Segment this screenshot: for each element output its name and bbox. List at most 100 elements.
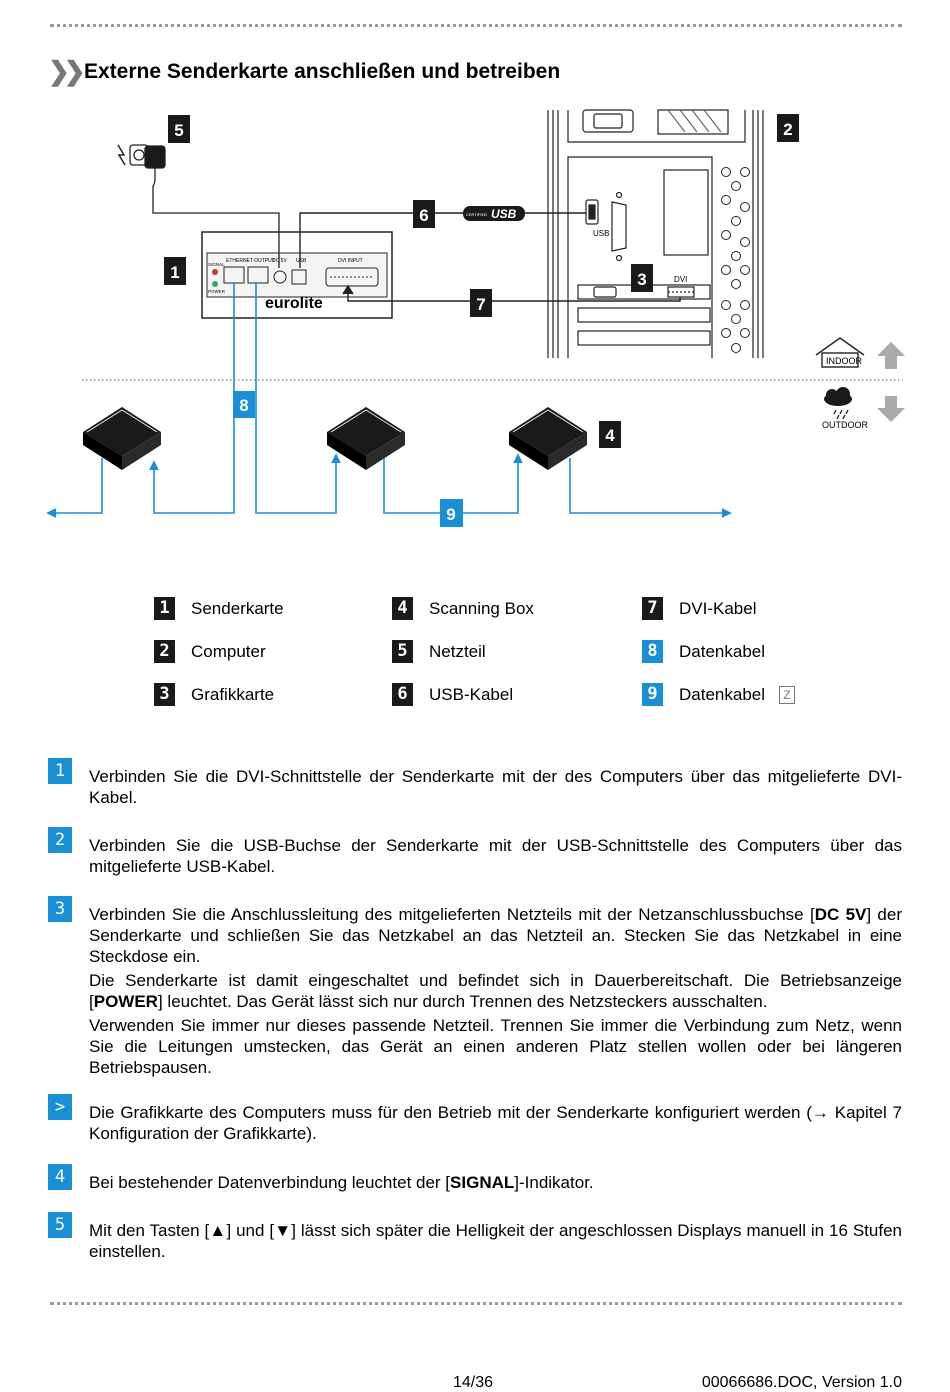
power-label: POWER bbox=[208, 289, 226, 294]
power-supply bbox=[117, 144, 280, 268]
legend-label: USB-Kabel bbox=[429, 684, 514, 704]
sender-card bbox=[201, 231, 393, 319]
legend-label: Datenkabel bbox=[679, 684, 766, 704]
outdoor-cloud-icon bbox=[824, 387, 852, 420]
instruction-step: 3 Verbinden Sie die Anschlussleitung des… bbox=[48, 896, 902, 1081]
step-text: Verbinden Sie die Anschlussleitung des m… bbox=[89, 905, 902, 966]
indoor-label: INDOOR bbox=[826, 356, 863, 366]
legend-item: 1 Senderkarte bbox=[154, 597, 284, 620]
step-text: Verwenden Sie immer nur dieses passende … bbox=[89, 1016, 902, 1077]
legend-item: 9 Datenkabel Z bbox=[642, 683, 796, 706]
arrow-down-icon bbox=[877, 396, 905, 422]
connection-diagram: USB DVI SIGNAL POWER ETHERNET OUTPUT DC … bbox=[46, 109, 905, 527]
card-usb-label: USB bbox=[296, 258, 307, 264]
svg-text:3: 3 bbox=[637, 270, 646, 289]
usb-logo: USB CERTIFIED bbox=[463, 206, 525, 221]
ethernet-label: ETHERNET OUTPUT bbox=[226, 258, 275, 264]
scanning-box-3 bbox=[509, 407, 587, 470]
legend-number: 2 bbox=[154, 640, 175, 663]
computer-tower bbox=[547, 109, 764, 358]
outdoor-label: OUTDOOR bbox=[822, 420, 868, 430]
legend-label: Grafikkarte bbox=[191, 684, 275, 704]
step-number: 3 bbox=[48, 896, 72, 922]
step-number: > bbox=[48, 1094, 72, 1120]
step-number: 1 bbox=[48, 758, 72, 784]
svg-text:5: 5 bbox=[174, 121, 183, 140]
callout-9: 9 bbox=[440, 499, 463, 527]
legend-label: Datenkabel bbox=[679, 641, 766, 661]
scanning-box-1 bbox=[83, 407, 161, 470]
indoor-house-icon bbox=[815, 337, 865, 368]
callout-1: 1 bbox=[164, 257, 186, 285]
legend-number: 1 bbox=[154, 597, 175, 620]
callout-7: 7 bbox=[470, 289, 492, 317]
usb-certified-text: CERTIFIED bbox=[466, 212, 487, 217]
dvi-port-label: DVI bbox=[674, 275, 687, 284]
legend-number: 8 bbox=[642, 640, 663, 663]
legend-number: 7 bbox=[642, 597, 663, 620]
svg-text:8: 8 bbox=[239, 396, 248, 415]
callout-3: 3 bbox=[631, 264, 653, 292]
instruction-step: 1 Verbinden Sie die DVI-Schnittstelle de… bbox=[48, 758, 902, 811]
svg-text:9: 9 bbox=[446, 505, 455, 524]
step-number: 2 bbox=[48, 827, 72, 853]
section-heading: ❯❯ Externe Senderkarte anschließen und b… bbox=[48, 56, 560, 87]
step-number: 5 bbox=[48, 1212, 72, 1238]
legend-item: 8 Datenkabel bbox=[642, 640, 765, 663]
computer-vent-holes bbox=[721, 167, 750, 353]
double-chevron-icon: ❯❯ bbox=[48, 56, 86, 86]
brand-logo: eurolite bbox=[265, 295, 323, 312]
legend-item: 2 Computer bbox=[154, 640, 266, 663]
document-version: 00066686.DOC, Version 1.0 bbox=[701, 1374, 902, 1391]
instruction-step: 5 Mit den Tasten [▲] und [▼] lässt sich … bbox=[48, 1212, 902, 1265]
scanning-box-2 bbox=[327, 407, 405, 470]
legend-label: Computer bbox=[191, 641, 266, 661]
top-divider bbox=[50, 24, 902, 27]
dvi-input-label: DVI INPUT bbox=[338, 258, 363, 264]
instruction-step: > Die Grafikkarte des Computers muss für… bbox=[48, 1094, 902, 1147]
legend-number: 4 bbox=[392, 597, 413, 620]
step-text: Die Senderkarte ist damit eingeschaltet … bbox=[89, 971, 902, 1011]
legend-item: 5 Netzteil bbox=[392, 640, 486, 663]
usb-port-label: USB bbox=[593, 229, 609, 238]
callout-6: 6 bbox=[413, 200, 435, 228]
page-number: 14/36 bbox=[453, 1374, 494, 1391]
dc-label: DC 5V bbox=[272, 258, 287, 264]
dvi-cable bbox=[342, 284, 681, 302]
svg-text:4: 4 bbox=[605, 426, 615, 445]
callout-5: 5 bbox=[168, 115, 190, 143]
signal-label: SIGNAL bbox=[208, 262, 225, 267]
step-text: Die Grafikkarte des Computers muss für d… bbox=[89, 1103, 902, 1143]
z-marker: Z bbox=[779, 685, 796, 704]
step-text: Mit den Tasten [▲] und [▼] lässt sich sp… bbox=[89, 1221, 902, 1261]
legend-item: 6 USB-Kabel bbox=[392, 683, 513, 706]
svg-text:2: 2 bbox=[783, 120, 792, 139]
instruction-step: 4 Bei bestehender Datenverbindung leucht… bbox=[48, 1164, 902, 1196]
usb-logo-text: USB bbox=[491, 207, 517, 221]
legend-number: 9 bbox=[642, 683, 663, 706]
section-title: Externe Senderkarte anschließen und betr… bbox=[84, 59, 561, 83]
legend-item: 3 Grafikkarte bbox=[154, 683, 274, 706]
legend-label: Scanning Box bbox=[429, 598, 534, 618]
svg-text:6: 6 bbox=[419, 206, 428, 225]
legend-number: 6 bbox=[392, 683, 413, 706]
legend-item: 4 Scanning Box bbox=[392, 597, 534, 620]
legend-item: 7 DVI-Kabel bbox=[642, 597, 756, 620]
svg-text:7: 7 bbox=[476, 295, 485, 314]
svg-text:1: 1 bbox=[170, 263, 179, 282]
legend-label: DVI-Kabel bbox=[679, 598, 757, 618]
step-text: Verbinden Sie die USB-Buchse der Senderk… bbox=[89, 836, 902, 876]
arrow-up-icon bbox=[877, 342, 905, 369]
instruction-step: 2 Verbinden Sie die USB-Buchse der Sende… bbox=[48, 827, 902, 880]
legend-number: 3 bbox=[154, 683, 175, 706]
callout-2: 2 bbox=[777, 114, 799, 142]
legend-label: Netzteil bbox=[429, 641, 486, 661]
legend-number: 5 bbox=[392, 640, 413, 663]
callout-8: 8 bbox=[233, 391, 255, 418]
step-text: Verbinden Sie die DVI-Schnittstelle der … bbox=[89, 767, 902, 807]
bottom-divider bbox=[50, 1302, 902, 1305]
callout-4: 4 bbox=[599, 421, 621, 448]
legend-label: Senderkarte bbox=[191, 598, 284, 618]
step-text: Bei bestehender Datenverbindung leuchtet… bbox=[89, 1173, 594, 1192]
step-number: 4 bbox=[48, 1164, 72, 1190]
